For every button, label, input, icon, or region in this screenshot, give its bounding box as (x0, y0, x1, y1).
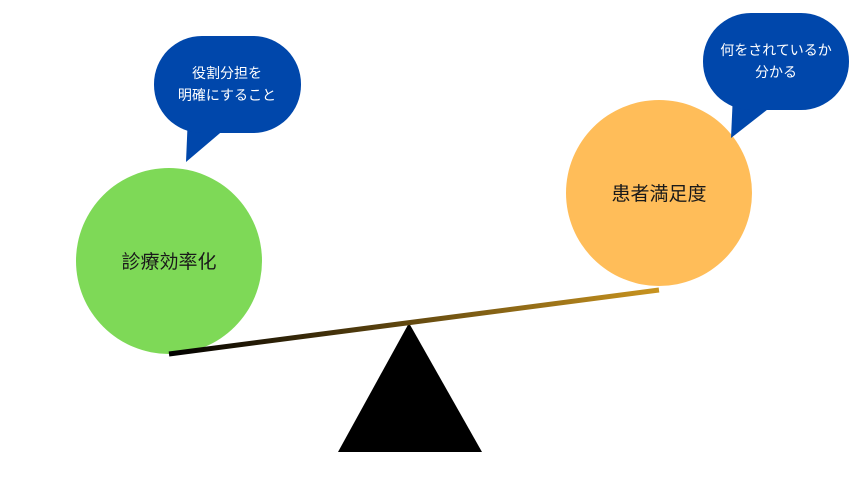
right-bubble-text-line-1: 何をされているか (720, 43, 832, 59)
left-speech-bubble: 役割分担を 明確にすること (154, 36, 301, 162)
right-circle-label: 患者満足度 (611, 183, 706, 205)
right-bubble-text-line-2: 分かる (755, 65, 797, 81)
right-circle (566, 100, 752, 286)
right-speech-bubble: 何をされているか 分かる (703, 13, 849, 138)
seesaw-beam (168, 287, 660, 357)
left-circle-label: 診療効率化 (121, 251, 216, 273)
left-bubble-text-line-2: 明確にすること (178, 88, 276, 104)
left-circle (76, 168, 262, 354)
fulcrum-triangle (338, 323, 482, 452)
left-bubble-text-line-1: 役割分担を (192, 65, 262, 82)
